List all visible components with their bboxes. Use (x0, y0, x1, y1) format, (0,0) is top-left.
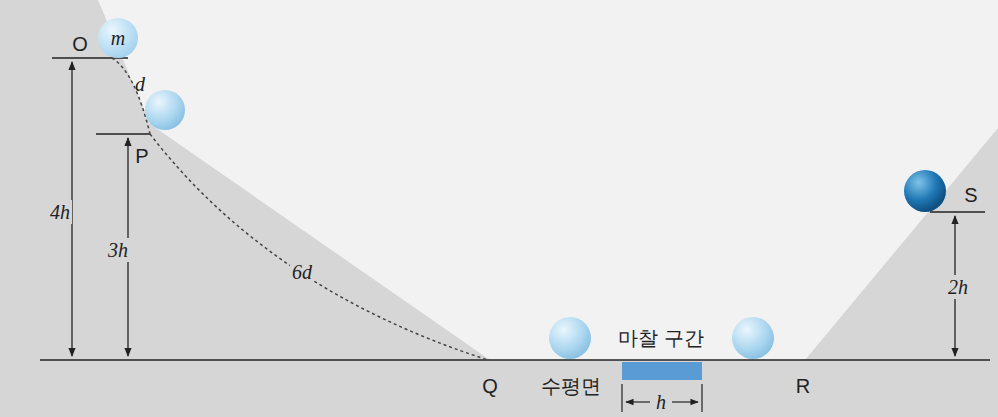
quantity-label: 4h (48, 200, 72, 224)
ball: m (98, 18, 138, 58)
point-label: S (964, 185, 977, 205)
quantity-label: h (656, 392, 666, 412)
point-label: Q (482, 376, 498, 396)
mass-label: m (111, 27, 125, 50)
point-label: O (72, 34, 88, 54)
ground (0, 360, 998, 417)
point-label: R (796, 376, 810, 396)
quantity-label: 3h (106, 238, 130, 262)
friction-band (622, 362, 702, 380)
point-label: P (135, 146, 148, 166)
point-label: 마찰 구간 (618, 328, 704, 348)
quantity-label: 6d (290, 260, 314, 284)
quantity-label: d (135, 74, 145, 94)
right-slope (805, 128, 998, 360)
left-slope (0, 0, 490, 360)
point-label: 수평면 (541, 376, 601, 396)
quantity-label: 2h (946, 275, 970, 299)
